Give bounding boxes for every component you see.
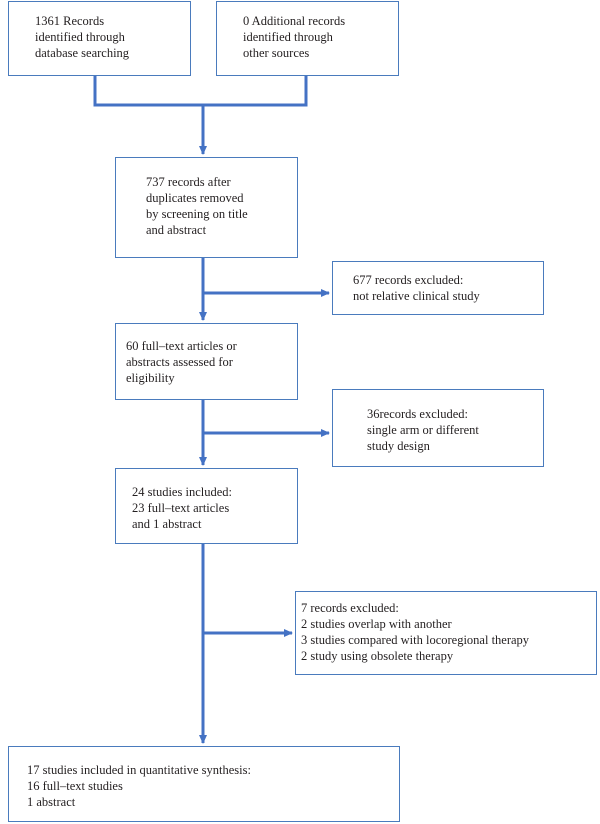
box-excluded-677: 677 records excluded: not relative clini… [332, 261, 544, 315]
box-line: database searching [35, 46, 130, 60]
box-line: and 1 abstract [132, 517, 202, 531]
box-line: 16 full–text studies [27, 779, 123, 793]
box-line: study design [367, 439, 430, 453]
box-final-included: 17 studies included in quantitative synt… [8, 746, 400, 822]
box-line: not relative clinical study [353, 289, 480, 303]
box-line: duplicates removed [146, 191, 244, 205]
box-line: abstracts assessed for [126, 355, 233, 369]
box-line: 2 study using obsolete therapy [301, 649, 454, 663]
merge-connector [93, 76, 308, 107]
box-line: 2 studies overlap with another [301, 617, 452, 631]
box-line: other sources [243, 46, 310, 60]
box-line: 23 full–text articles [132, 501, 230, 515]
box-excluded-36: 36records excluded: single arm or differ… [332, 389, 544, 467]
box-line: 1361 Records [35, 14, 105, 28]
box-line: 677 records excluded: [353, 273, 464, 287]
box-line: and abstract [146, 223, 207, 237]
box-line: 737 records after [146, 175, 231, 189]
box-line: eligibility [126, 371, 175, 385]
box-other-sources: 0 Additional records identified through … [216, 1, 399, 76]
box-line: 17 studies included in quantitative synt… [27, 763, 251, 777]
box-after-duplicates: 737 records after duplicates removed by … [115, 157, 298, 258]
box-assessed: 60 full–text articles or abstracts asses… [115, 323, 298, 400]
box-line: 36records excluded: [367, 407, 469, 421]
box-included-24: 24 studies included: 23 full–text articl… [115, 468, 298, 544]
box-line: 7 records excluded: [301, 601, 399, 615]
box-database-search: 1361 Records identified through database… [8, 1, 191, 76]
box-line: by screening on title [146, 207, 248, 221]
box-line: identified through [35, 30, 125, 44]
box-line: 24 studies included: [132, 485, 232, 499]
box-line: identified through [243, 30, 333, 44]
box-line: 60 full–text articles or [126, 339, 237, 353]
box-line: 3 studies compared with locoregional the… [301, 633, 530, 647]
box-excluded-7: 7 records excluded: 2 studies overlap wi… [295, 591, 597, 675]
box-line: single arm or different [367, 423, 479, 437]
box-line: 1 abstract [27, 795, 76, 809]
box-line: 0 Additional records [243, 14, 346, 28]
